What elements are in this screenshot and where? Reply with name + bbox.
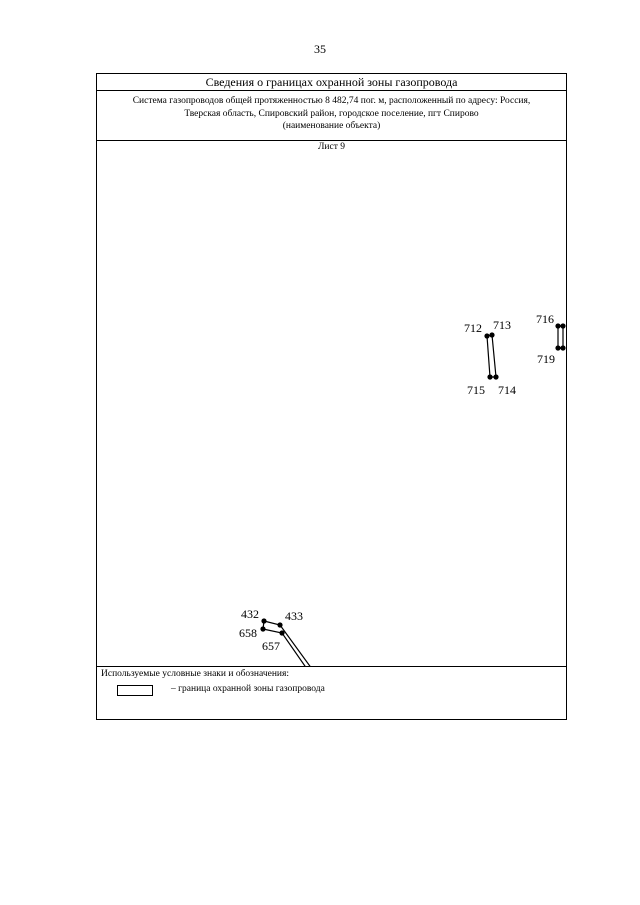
object-line-2: Тверская область, Спировский район, горо… [184, 108, 479, 119]
point-label-714: 714 [498, 383, 516, 397]
legend-title: Используемые условные знаки и обозначени… [101, 669, 290, 679]
point-label-432: 432 [241, 607, 259, 621]
boundary-map: 712 713 714 715 716 717 718 719 [239, 312, 566, 666]
object-description: Система газопроводов общей протяженность… [97, 91, 566, 141]
page-number: 35 [314, 42, 326, 56]
point-label-715: 715 [467, 383, 485, 397]
object-line-1: Система газопроводов общей протяженность… [132, 96, 531, 106]
point-label-713: 713 [493, 318, 511, 332]
document-frame: Сведения о границах охранной зоны газопр… [96, 73, 567, 720]
object-line-3: (наименование объекта) [282, 121, 381, 131]
point-label-716: 716 [536, 312, 554, 326]
zone-712-715: 712 713 714 715 [464, 318, 516, 397]
sheet-label: Лист 9 [317, 142, 346, 152]
map-area: 712 713 714 715 716 717 718 719 [97, 141, 566, 666]
legend-boundary-swatch [117, 685, 153, 696]
point-label-712: 712 [464, 321, 482, 335]
point-label-719: 719 [537, 352, 555, 366]
point-label-658: 658 [239, 626, 257, 640]
zone-432-658: 432 433 657 658 [239, 607, 311, 666]
point-label-433: 433 [285, 609, 303, 623]
document-title: Сведения о границах охранной зоны газопр… [97, 74, 566, 91]
zone-716-719: 716 717 718 719 [536, 312, 566, 366]
point-label-657: 657 [262, 639, 280, 653]
legend-boundary-label: – граница охранной зоны газопровода [171, 684, 325, 694]
legend: Используемые условные знаки и обозначени… [97, 666, 566, 719]
